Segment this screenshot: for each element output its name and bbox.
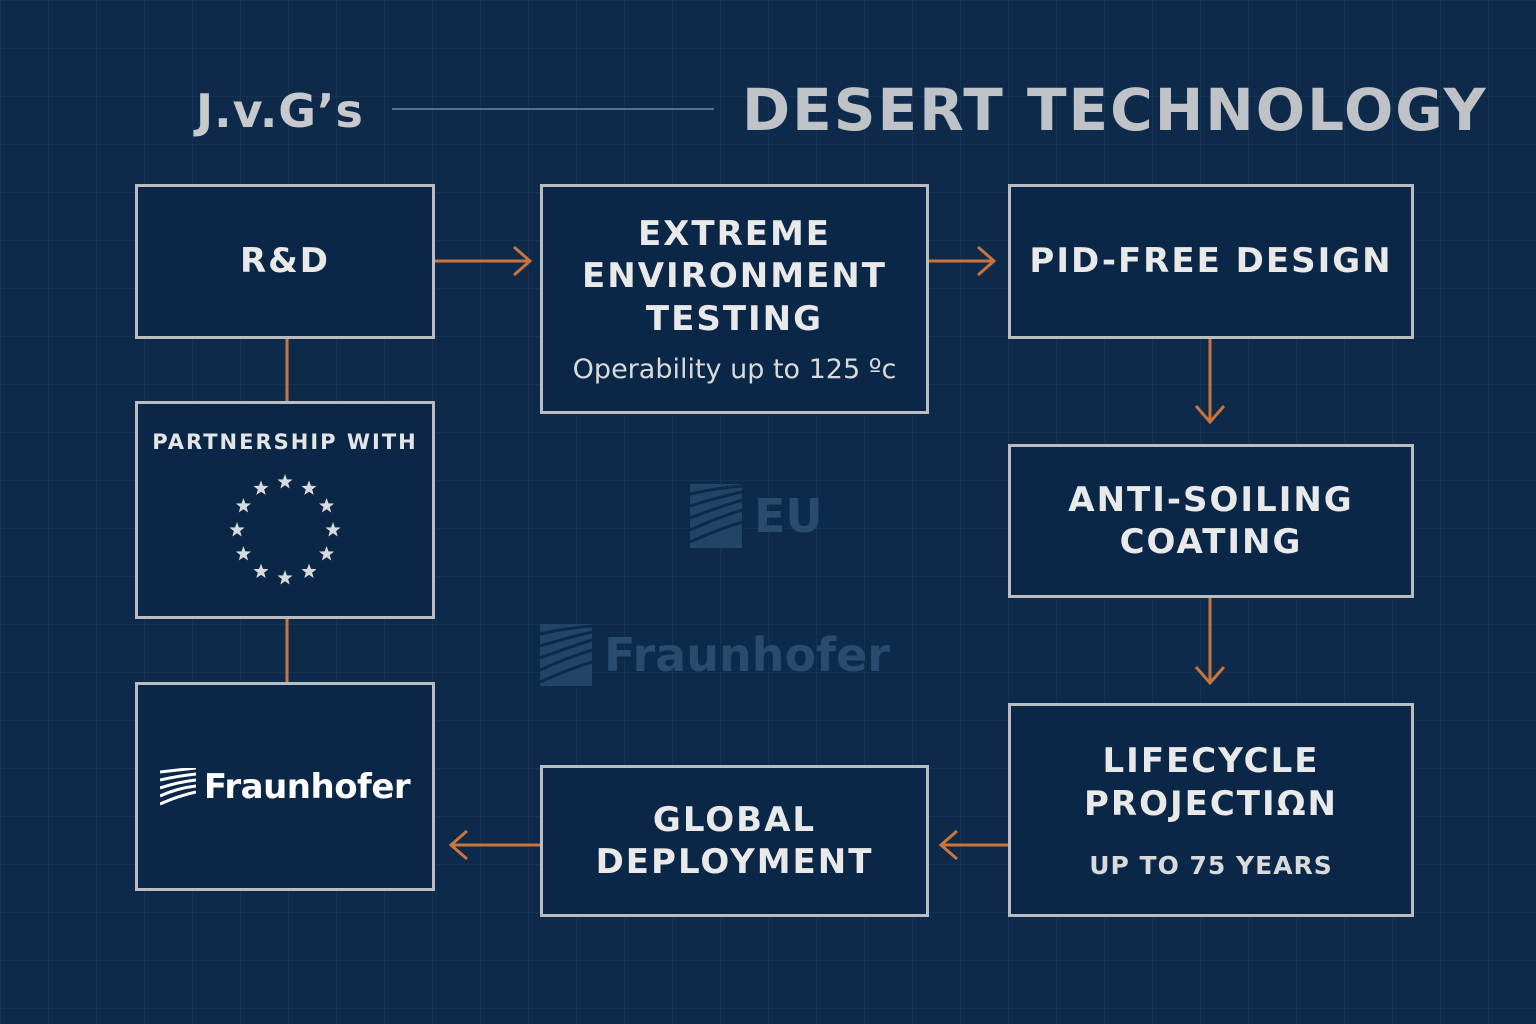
eu-star-icon (229, 522, 245, 537)
node-pid-free: PID-FREE DESIGN (1008, 184, 1414, 339)
node-fraunhofer: Fraunhofer (135, 682, 435, 891)
node-extreme-testing-subtitle: Operability up to 125 ºc (572, 354, 897, 386)
arrow-rnd-to-testing-head (513, 245, 533, 277)
node-rnd: R&D (135, 184, 435, 339)
node-lifecycle: LIFECYCLE PROJECTIΩN UP TO 75 YEARS (1008, 703, 1414, 917)
eu-star-icon (325, 522, 341, 537)
node-anti-soiling-title: ANTI-SOILING COATING (1068, 479, 1354, 563)
node-global-deployment: GLOBAL DEPLOYMENT (540, 765, 929, 917)
node-lifecycle-title: LIFECYCLE PROJECTIΩN (1083, 741, 1339, 824)
eu-star-icon (277, 474, 293, 489)
eu-star-icon (277, 570, 293, 585)
page-title: DESERT TECHNOLOGY (742, 76, 1488, 144)
fraunhofer-stripes-icon (540, 624, 592, 686)
fraunhofer-stripes-icon (690, 484, 742, 548)
fraunhofer-watermark: Fraunhofer (540, 624, 890, 686)
arrow-pid-to-coating-head (1194, 405, 1226, 425)
partnership-label: PARTNERSHIP WITH (152, 430, 418, 454)
arrow-lifecycle-to-global-head (938, 829, 958, 861)
eu-stars-icon (229, 474, 341, 585)
eu-star-icon (301, 480, 317, 495)
node-pid-free-title: PID-FREE DESIGN (1029, 241, 1393, 282)
node-partnership: PARTNERSHIP WITH (135, 401, 435, 619)
eu-star-icon (235, 498, 252, 513)
node-extreme-testing: EXTREME ENVIRONMENT TESTING Operability … (540, 184, 929, 414)
node-extreme-testing-title: EXTREME ENVIRONMENT TESTING (582, 213, 887, 339)
header-divider (392, 108, 714, 110)
arrow-coating-to-lifecycle-head (1194, 666, 1226, 686)
eu-star-icon (318, 546, 335, 561)
node-lifecycle-subtitle: UP TO 75 YEARS (1089, 851, 1333, 880)
eu-watermark: EU (690, 484, 823, 548)
node-global-deployment-title: GLOBAL DEPLOYMENT (595, 799, 874, 883)
fraunhofer-watermark-text: Fraunhofer (604, 628, 890, 682)
fraunhofer-stripes-icon (159, 767, 196, 805)
eu-star-icon (235, 546, 252, 561)
eu-star-icon (253, 480, 269, 495)
fraunhofer-logo-text: Fraunhofer (203, 766, 411, 807)
node-rnd-title: R&D (239, 241, 331, 282)
eu-star-icon (318, 498, 335, 513)
eu-watermark-text: EU (754, 489, 823, 543)
arrow-global-to-fraunhofer-head (448, 829, 468, 861)
eu-star-icon (253, 563, 269, 579)
arrow-testing-to-pid-head (977, 245, 997, 277)
eu-star-icon (301, 563, 317, 579)
fraunhofer-logo: Fraunhofer (159, 766, 411, 807)
node-anti-soiling: ANTI-SOILING COATING (1008, 444, 1414, 598)
brand-label: J.v.G’s (196, 84, 364, 138)
